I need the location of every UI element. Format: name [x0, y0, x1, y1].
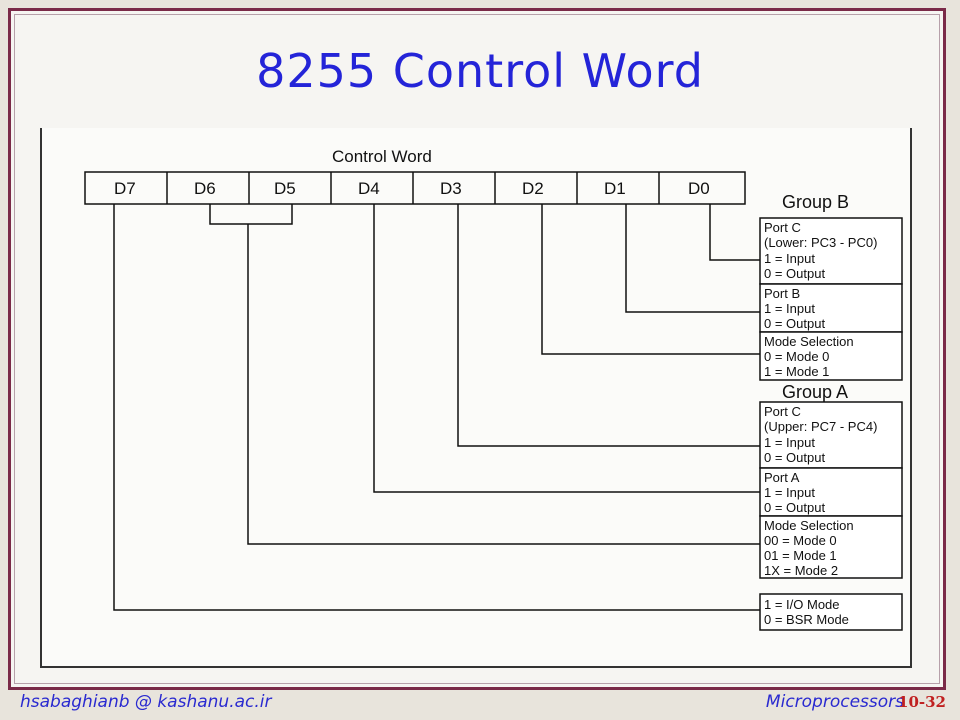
port-b-line-2: 1 = Input	[764, 301, 815, 316]
mode-flag-line-2: 0 = BSR Mode	[764, 612, 849, 627]
group-a-label: Group A	[782, 382, 848, 402]
bit-d3: D3	[440, 179, 462, 198]
page-number: 10-32	[898, 693, 946, 711]
connector-d6-d5	[247, 224, 760, 545]
port-a-line-1: Port A	[764, 470, 800, 485]
connector-d0	[709, 204, 760, 261]
connector-d1	[625, 204, 760, 313]
group-b-mode-box	[759, 331, 903, 381]
connector-d2	[541, 204, 760, 355]
port-c-upper-box	[759, 401, 903, 469]
bit-row	[84, 171, 746, 205]
group-a-mode-line-3: 01 = Mode 1	[764, 548, 837, 563]
group-b-mode-line-2: 0 = Mode 0	[764, 349, 829, 364]
port-c-lower-line-4: 0 = Output	[764, 266, 825, 281]
mode-flag-box	[759, 593, 903, 631]
port-c-lower-box	[759, 217, 903, 285]
control-word-header: Control Word	[332, 147, 432, 166]
bit-d5: D5	[274, 179, 296, 198]
port-c-upper-line-1: Port C	[764, 404, 801, 419]
group-a-mode-line-4: 1X = Mode 2	[764, 563, 838, 578]
port-c-upper-line-3: 1 = Input	[764, 435, 815, 450]
group-b-label: Group B	[782, 192, 849, 212]
d6-d5-bracket	[209, 204, 293, 225]
group-a-mode-line-1: Mode Selection	[764, 518, 854, 533]
port-a-line-3: 0 = Output	[764, 500, 825, 515]
connector-d3	[457, 204, 760, 447]
bit-d6: D6	[194, 179, 216, 198]
bit-d4: D4	[358, 179, 380, 198]
port-c-lower-line-3: 1 = Input	[764, 251, 815, 266]
slide-title: 8255 Control Word	[256, 44, 704, 98]
slide-frame-inner	[14, 14, 940, 684]
port-a-line-2: 1 = Input	[764, 485, 815, 500]
connector-d4	[373, 204, 760, 493]
footer-email: hsabaghianb @ kashanu.ac.ir	[20, 692, 272, 712]
control-word-diagram: Control Word D7 D6 D5 D4 D3 D2 D1 D0	[42, 147, 910, 668]
group-a-mode-line-2: 00 = Mode 0	[764, 533, 837, 548]
port-c-upper-line-4: 0 = Output	[764, 450, 825, 465]
connector-d7	[113, 204, 760, 611]
group-a-boxes	[759, 401, 903, 579]
bit-d7: D7	[114, 179, 136, 198]
port-c-lower-line-1: Port C	[764, 220, 801, 235]
group-b-mode-line-1: Mode Selection	[764, 334, 854, 349]
group-b-mode-line-3: 1 = Mode 1	[764, 364, 829, 379]
bit-d2: D2	[522, 179, 544, 198]
port-a-box	[759, 467, 903, 517]
port-b-line-3: 0 = Output	[764, 316, 825, 331]
footer-course: Microprocessors	[765, 692, 904, 712]
mode-flag-line-1: 1 = I/O Mode	[764, 597, 840, 612]
diagram-panel: Control Word D7 D6 D5 D4 D3 D2 D1 D0	[40, 128, 912, 668]
port-b-box	[759, 283, 903, 333]
port-c-lower-line-2: (Lower: PC3 - PC0)	[764, 235, 877, 250]
port-c-upper-line-2: (Upper: PC7 - PC4)	[764, 419, 877, 434]
bit-d0: D0	[688, 179, 710, 198]
bit-row-frame	[84, 171, 746, 205]
group-b-boxes	[759, 217, 903, 381]
port-b-line-1: Port B	[764, 286, 800, 301]
group-a-mode-box	[759, 515, 903, 579]
bit-d1: D1	[604, 179, 626, 198]
connector-lines	[113, 204, 760, 611]
